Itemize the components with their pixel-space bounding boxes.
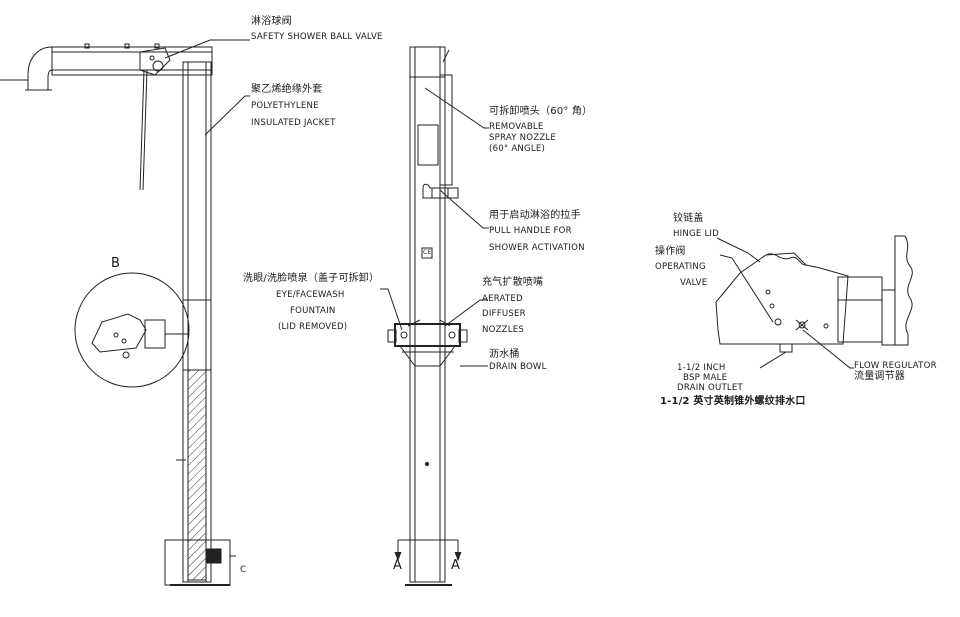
label-inch-en-3: DRAIN OUTLET	[677, 383, 743, 393]
label-flow-en: FLOW REGULATOR	[854, 361, 937, 371]
label-hinge-cn: 铰链盖	[673, 213, 704, 224]
label-nozzle-en-1: REMOVABLE	[489, 122, 544, 132]
label-drain-en: DRAIN BOWL	[489, 362, 547, 372]
label-aerated-en-3: NOZZLES	[482, 325, 525, 335]
label-hinge-en: HINGE LID	[673, 229, 719, 239]
label-nozzle-en-2: SPRAY NOZZLE	[489, 133, 557, 143]
label-inch-cn: 1-1/2 英寸英制锥外螺纹排水口	[660, 396, 806, 407]
label-jacket-en-2: INSULATED JACKET	[251, 118, 336, 128]
detail-view-valve	[715, 235, 913, 369]
label-aerated-cn: 充气扩散喷嘴	[482, 277, 544, 288]
label-operating-cn: 操作阀	[655, 246, 686, 257]
label-drain-cn: 沥水桶	[489, 349, 520, 360]
label-inch-en-1: 1-1/2 INCH	[677, 363, 726, 373]
side-view-shower	[0, 39, 250, 586]
label-ball-valve-cn: 淋浴球阀	[251, 16, 292, 27]
label-operating-en-1: OPERATING	[655, 262, 706, 272]
label-detail-b: B	[111, 256, 121, 271]
label-pull-en-1: PULL HANDLE FOR	[489, 226, 572, 236]
label-eyewash-en-2: FOUNTAIN	[290, 306, 336, 316]
label-inch-en-2: BSP MALE	[683, 373, 728, 383]
label-section-a-right: A	[451, 558, 461, 573]
label-ball-valve-en: SAFETY SHOWER BALL VALVE	[251, 32, 383, 42]
label-jacket-en-1: POLYETHYLENE	[251, 101, 319, 111]
label-aerated-en-2: DIFFUSER	[482, 309, 526, 319]
label-pull-en-2: SHOWER ACTIVATION	[489, 243, 585, 253]
label-section-a-left: A	[393, 558, 403, 573]
front-view-shower	[380, 46, 489, 586]
label-pull-cn: 用于启动淋浴的拉手	[489, 210, 581, 221]
label-nozzle-cn: 可拆卸喷头（60° 角）	[489, 106, 593, 117]
ce-mark: CE	[423, 249, 432, 256]
label-nozzle-en-3: (60° ANGLE)	[489, 144, 546, 154]
label-flow-cn: 流量调节器	[854, 371, 905, 382]
label-detail-c: C	[240, 565, 247, 575]
label-operating-en-2: VALVE	[680, 278, 708, 288]
label-aerated-en-1: AERATED	[482, 294, 523, 304]
label-eyewash-en-1: EYE/FACEWASH	[276, 290, 345, 300]
label-jacket-cn: 聚乙烯绝缘外套	[251, 84, 323, 95]
label-eyewash-cn: 洗眼/洗脸喷泉（盖子可拆卸）	[243, 273, 380, 284]
label-eyewash-en-3: (LID REMOVED)	[278, 322, 348, 332]
